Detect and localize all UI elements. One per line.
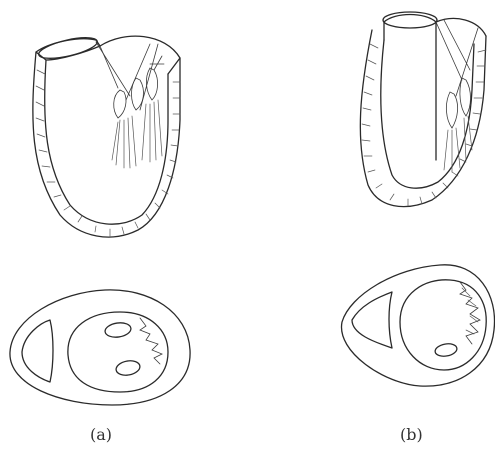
panel-b-label: (b) xyxy=(400,425,423,444)
panel-b-long-axis-section xyxy=(360,12,486,207)
panel-a-short-axis-section xyxy=(10,290,190,405)
panel-a-label: (a) xyxy=(90,425,112,444)
panel-b-short-axis-section xyxy=(341,265,494,386)
panel-b: (b) xyxy=(341,12,494,444)
panel-a-long-axis-section xyxy=(33,33,180,237)
panel-a: (a) xyxy=(10,33,190,444)
